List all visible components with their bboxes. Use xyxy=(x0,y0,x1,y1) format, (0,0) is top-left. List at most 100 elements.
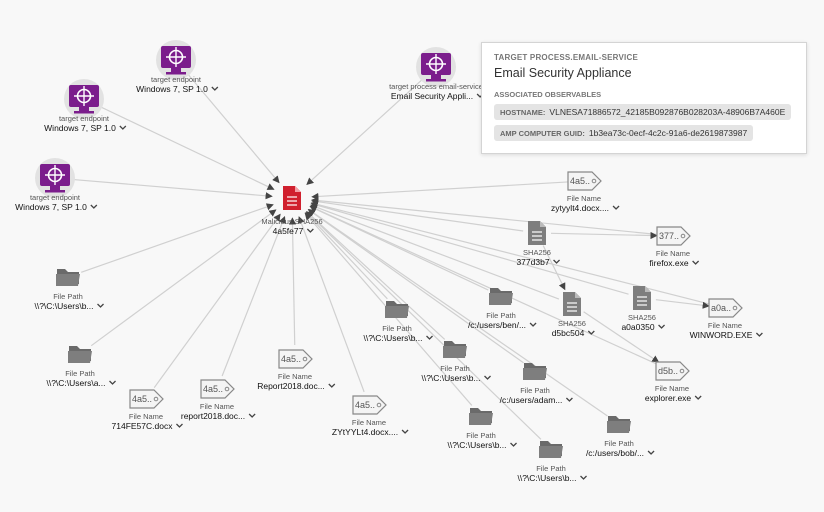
chevron-down-icon[interactable] xyxy=(647,450,655,455)
chevron-down-icon[interactable] xyxy=(90,204,98,209)
graph-edge xyxy=(90,209,277,347)
malicious-document-icon xyxy=(283,186,301,210)
node-type-label: File Path xyxy=(486,311,516,320)
tag-hash-label: 4a5.. xyxy=(132,394,152,404)
graph-node-fp1[interactable]: File Path\\?\C:\Users\b... xyxy=(34,269,104,311)
hostname-observable-chip[interactable]: HOSTNAME:VLNESA71886572_42185B092876B028… xyxy=(494,104,792,120)
node-value-label: \\?\C:\Users\b... xyxy=(34,301,93,311)
node-value-label: 4a5fe77 xyxy=(273,226,304,236)
graph-node-fp4[interactable]: File Path\\?\C:\Users\b... xyxy=(421,341,491,383)
chevron-down-icon[interactable] xyxy=(109,380,116,385)
graph-node-fn5[interactable]: 4a5..File Namezytyylt4.docx.... xyxy=(551,171,620,213)
chevron-down-icon[interactable] xyxy=(694,395,702,400)
folder-icon xyxy=(607,416,631,433)
chevron-down-icon[interactable] xyxy=(97,303,104,308)
node-value-label: \\?\C:\Users\b... xyxy=(421,373,480,383)
tag-icon xyxy=(278,349,313,369)
chevron-down-icon[interactable] xyxy=(119,125,127,130)
node-value-label: \\?\C:\Users\b... xyxy=(447,440,506,450)
chevron-down-icon[interactable] xyxy=(755,332,763,337)
node-type-label: File Name xyxy=(708,321,742,330)
chevron-down-icon[interactable] xyxy=(612,205,620,210)
node-value-label: Windows 7, SP 1.0 xyxy=(136,84,208,94)
chevron-down-icon[interactable] xyxy=(248,413,256,418)
graph-edge xyxy=(309,205,660,366)
node-value-label: firefox.exe xyxy=(649,258,688,268)
graph-edge xyxy=(310,204,560,300)
node-value-label: Report2018.doc... xyxy=(257,381,325,391)
tag-hash-label: d5b.. xyxy=(658,366,678,376)
chevron-down-icon[interactable] xyxy=(306,228,314,233)
tag-icon xyxy=(129,389,164,409)
monitor-crosshair-icon xyxy=(421,53,451,82)
node-type-label: File Path xyxy=(466,431,496,440)
graph-edge xyxy=(550,231,658,240)
graph-node-fp7[interactable]: File Path/c:/users/ben/... xyxy=(468,288,537,330)
graph-edge xyxy=(310,201,629,295)
chevron-down-icon[interactable] xyxy=(692,260,700,265)
graph-edge xyxy=(583,311,660,363)
node-value-label: a0a0350 xyxy=(621,322,654,332)
node-type-label: File Name xyxy=(656,249,690,258)
chevron-down-icon[interactable] xyxy=(529,322,537,327)
graph-node-fp5[interactable]: File Path\\?\C:\Users\b... xyxy=(447,408,517,450)
hostname-value: VLNESA71886572_42185B092876B028203A-4890… xyxy=(549,107,786,117)
graph-node-fn3[interactable]: 4a5..File NameReport2018.doc... xyxy=(257,349,336,391)
node-value-label: zytyylt4.docx.... xyxy=(551,203,609,213)
chevron-down-icon[interactable] xyxy=(510,442,517,447)
guid-observable-chip[interactable]: AMP COMPUTER GUID:1b3ea73c-0ecf-4c2c-91a… xyxy=(494,125,754,141)
chevron-down-icon[interactable] xyxy=(553,259,561,264)
tag-icon xyxy=(200,379,235,399)
graph-node-fp8[interactable]: File Path/c:/users/adam... xyxy=(500,363,573,405)
graph-node-fn4[interactable]: 4a5.. File NameZYtYYLt4.docx.... xyxy=(332,395,409,437)
node-value-label: Windows 7, SP 1.0 xyxy=(15,202,87,212)
node-value-label: ZYtYYLt4.docx.... xyxy=(332,427,398,437)
graph-node-fn2[interactable]: 4a5..File Namereport2018.doc... xyxy=(181,379,256,421)
chevron-down-icon[interactable] xyxy=(328,383,336,388)
node-value-label: \\?\C:\Users\a... xyxy=(46,378,105,388)
node-value-label: d5bc504 xyxy=(552,328,585,338)
chevron-down-icon[interactable] xyxy=(587,330,595,335)
chevron-down-icon[interactable] xyxy=(176,423,183,428)
chevron-down-icon[interactable] xyxy=(211,86,219,91)
node-value-label: Email Security Appli... xyxy=(391,91,473,101)
graph-node-fp2[interactable]: File Path\\?\C:\Users\a... xyxy=(46,346,116,388)
graph-node-fp6[interactable]: File Path\\?\C:\Users\b... xyxy=(517,441,587,483)
chevron-down-icon[interactable] xyxy=(580,475,587,480)
chevron-down-icon[interactable] xyxy=(565,397,573,402)
chevron-down-icon[interactable] xyxy=(426,335,433,340)
node-type-label: File Path xyxy=(440,364,470,373)
tag-hash-label: a0a.. xyxy=(711,303,731,313)
tag-icon xyxy=(655,361,690,381)
node-type-label: File Path xyxy=(520,386,550,395)
popup-title: Email Security Appliance xyxy=(494,66,632,80)
chevron-down-icon[interactable] xyxy=(484,375,491,380)
folder-icon xyxy=(489,288,513,305)
node-type-label: File Name xyxy=(352,418,386,427)
monitor-crosshair-icon xyxy=(161,46,191,75)
graph-node-fp3[interactable]: File Path\\?\C:\Users\b... xyxy=(363,301,433,343)
guid-key: AMP COMPUTER GUID: xyxy=(500,129,585,138)
chevron-down-icon[interactable] xyxy=(658,324,666,329)
folder-icon xyxy=(539,441,563,458)
folder-icon xyxy=(385,301,409,318)
tag-hash-label: 4a5.. xyxy=(355,400,375,410)
document-icon xyxy=(633,286,651,310)
graph-node-fp9[interactable]: File Path/c:/users/bob/... xyxy=(586,416,655,458)
chevron-down-icon[interactable] xyxy=(401,429,409,434)
graph-edge xyxy=(311,198,524,232)
node-value-label: 714FE57C.docx xyxy=(112,421,174,431)
